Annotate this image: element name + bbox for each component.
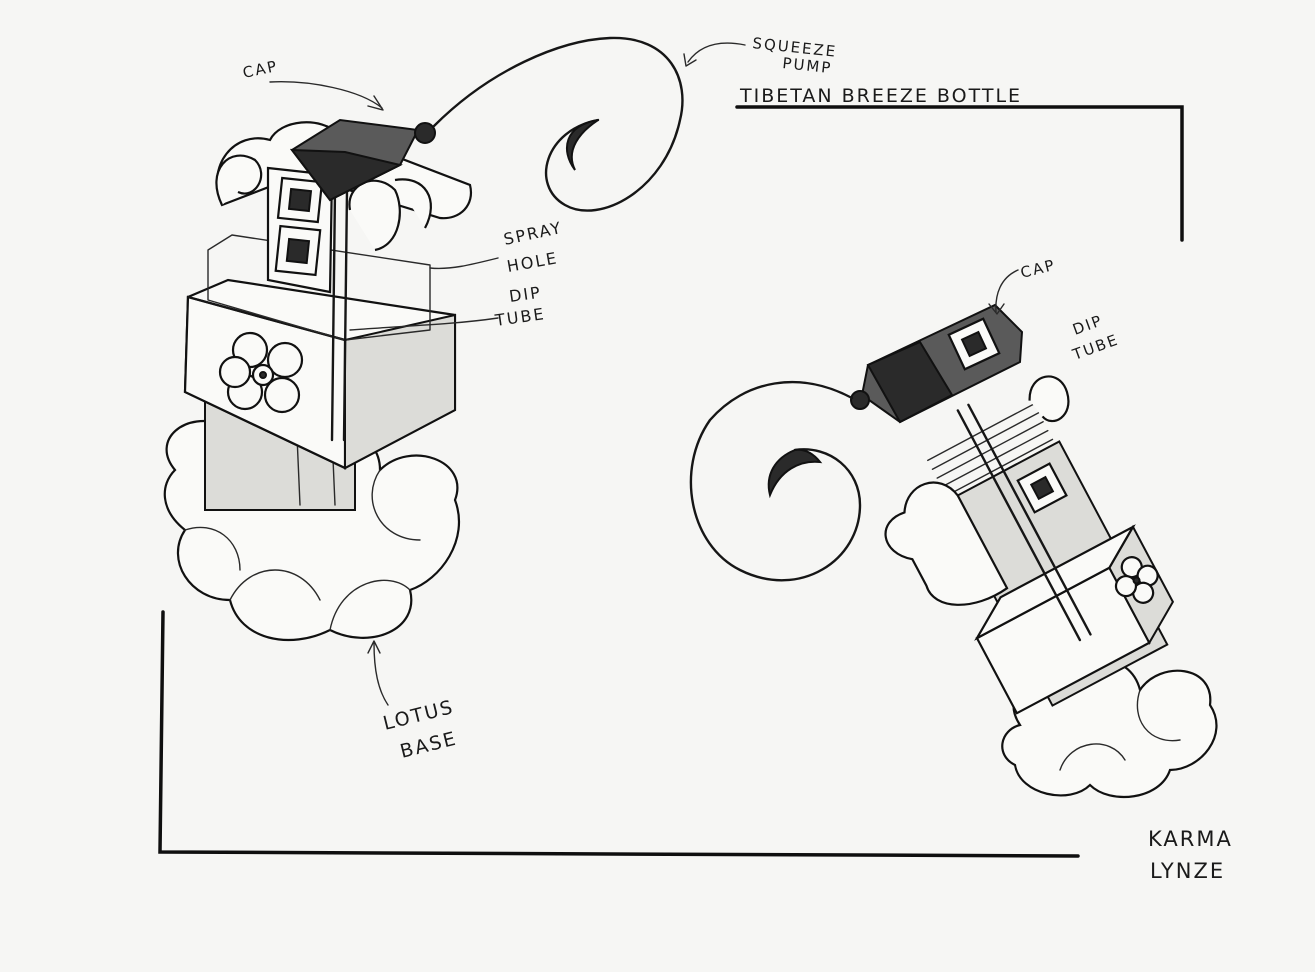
right-bottle-drawing xyxy=(689,303,1218,799)
title-text: TIBETAN BREEZE BOTTLE xyxy=(739,85,1022,107)
label-leaders xyxy=(269,42,1019,706)
lotus-base-label-2: BASE xyxy=(398,727,460,762)
author-first-name: KARMA xyxy=(1148,827,1233,851)
right-cap-label: CAP xyxy=(1019,256,1058,282)
author-last-name: LYNZE xyxy=(1150,859,1225,883)
left-bottle-drawing xyxy=(163,36,684,642)
flower-emblem-right xyxy=(1114,556,1159,604)
flower-emblem xyxy=(218,331,304,414)
left-dip-label-1: DIP xyxy=(508,283,543,306)
frame-lines xyxy=(158,105,1184,858)
left-dip-label-2: TUBE xyxy=(493,304,547,330)
left-cap-label: CAP xyxy=(241,57,280,82)
right-dip-label-1: DIP xyxy=(1070,311,1105,339)
spray-hole-label-1: SPRAY xyxy=(502,218,564,249)
squeeze-pump-label-2: PUMP xyxy=(782,54,834,77)
spray-hole-label-2: HOLE xyxy=(505,248,559,276)
